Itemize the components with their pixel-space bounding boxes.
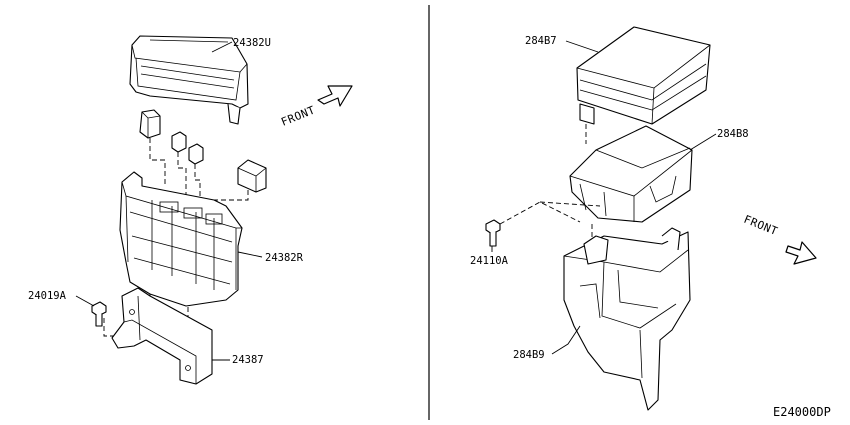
- leader-module: [565, 40, 599, 53]
- leader-fuse-block: [237, 251, 263, 258]
- left-panel: FRONT 24382U 24382R 24019A 24387: [28, 35, 353, 385]
- right-assembly-lines: [499, 124, 601, 240]
- front-arrow-right: FRONT: [742, 213, 817, 265]
- bolt-part-right[interactable]: [485, 219, 501, 247]
- leader-case: [689, 133, 717, 151]
- label-fuse-block: 24382R: [265, 252, 304, 264]
- fuse-part[interactable]: [171, 131, 204, 165]
- front-label-right: FRONT: [742, 213, 780, 238]
- label-module: 284B7: [525, 35, 557, 47]
- control-module-part[interactable]: [576, 26, 711, 125]
- fuse-box-cover-part[interactable]: [129, 35, 249, 125]
- bracket-part[interactable]: [111, 287, 213, 385]
- right-panel: FRONT 284B7 284B8 24110A 284B9: [470, 26, 817, 411]
- leader-mount-bracket: [551, 325, 581, 355]
- connector-part[interactable]: [237, 159, 267, 193]
- label-case: 284B8: [717, 128, 749, 140]
- label-mount-bracket: 284B9: [513, 349, 545, 361]
- leader-cover: [211, 41, 233, 53]
- diagram-code: E24000DP: [773, 405, 831, 419]
- module-case-part[interactable]: [569, 125, 693, 223]
- leader-bolt-left: [75, 295, 95, 307]
- mount-bracket-part[interactable]: [563, 227, 691, 411]
- bolt-part-left[interactable]: [91, 301, 107, 327]
- front-arrow-left: FRONT: [279, 85, 353, 129]
- label-bolt-left: 24019A: [28, 290, 67, 302]
- fuse-block-part[interactable]: [119, 171, 243, 307]
- relay-part[interactable]: [139, 109, 161, 139]
- front-label-left: FRONT: [279, 103, 317, 128]
- label-cover: 24382U: [233, 37, 271, 49]
- label-bolt-right: 24110A: [470, 255, 509, 267]
- label-bracket: 24387: [232, 354, 264, 366]
